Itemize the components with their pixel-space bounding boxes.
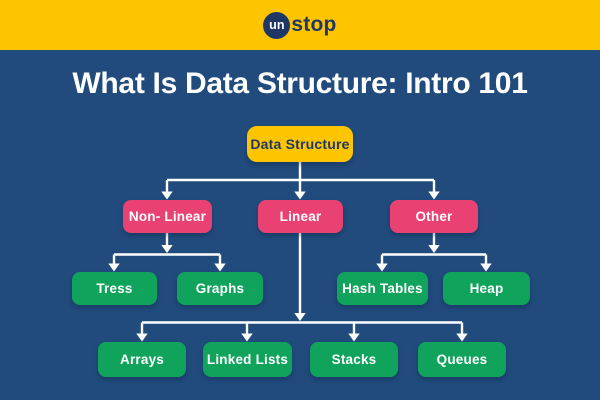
node-linked-lists: Linked Lists (203, 342, 292, 377)
unstop-logo-circle-icon: un (263, 11, 291, 39)
unstop-logo-text: stop (291, 13, 337, 36)
arrowhead-icon (376, 263, 388, 272)
node-arrays: Arrays (98, 342, 186, 377)
node-heap: Heap (443, 272, 530, 305)
arrowhead-icon (480, 263, 492, 272)
node-queues: Queues (418, 342, 506, 377)
arrowhead-icon (294, 191, 306, 200)
page-title: What Is Data Structure: Intro 101 (72, 67, 528, 100)
edges-from-root (161, 162, 440, 200)
arrowhead-icon (136, 333, 148, 342)
node-non-linear: Non- Linear (123, 200, 212, 233)
arrowhead-icon (214, 263, 226, 272)
edges-from-linear (136, 233, 468, 342)
arrowhead-icon (456, 333, 468, 342)
node-graphs: Graphs (177, 272, 263, 305)
arrowhead-icon (294, 313, 306, 321)
header-bar: un stop (0, 0, 600, 50)
arrowhead-icon (161, 245, 173, 253)
arrowhead-icon (348, 333, 360, 342)
arrowhead-icon (428, 245, 440, 253)
node-data-structure: Data Structure (247, 126, 353, 162)
node-linear: Linear (258, 200, 343, 233)
node-stacks: Stacks (310, 342, 398, 377)
unstop-logo: un stop (263, 11, 337, 39)
node-tress: Tress (72, 272, 157, 305)
node-other: Other (390, 200, 478, 233)
node-hash-tables: Hash Tables (337, 272, 428, 305)
unstop-logo-circle-text: un (269, 18, 285, 32)
edges-from-non-linear (108, 233, 226, 272)
arrowhead-icon (428, 191, 440, 200)
arrowhead-icon (241, 333, 253, 342)
arrowhead-icon (108, 263, 120, 272)
arrowhead-icon (161, 191, 173, 200)
edges-from-other (376, 233, 492, 272)
